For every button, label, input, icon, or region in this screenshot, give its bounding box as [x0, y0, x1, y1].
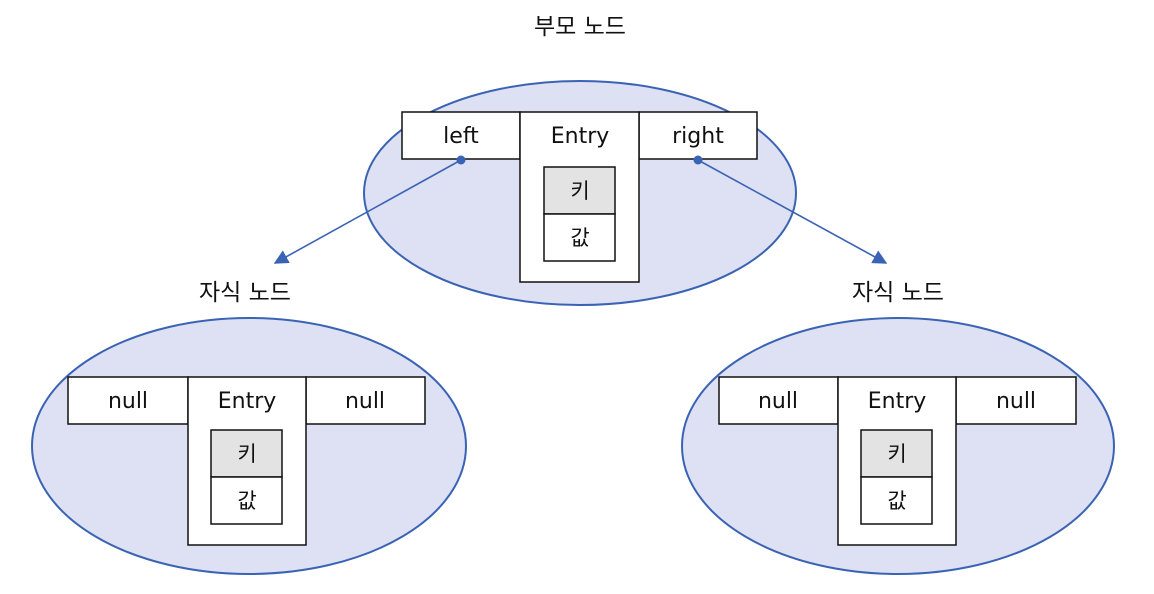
right-child-entry-label: Entry — [868, 389, 927, 414]
right-child-left-label: null — [758, 389, 798, 414]
right-child-right-cell — [955, 376, 1077, 425]
left-child-title: 자식 노드 — [199, 280, 291, 306]
right-child-left-cell — [718, 376, 839, 425]
right-child-key-cell — [860, 429, 933, 478]
right-child-right-label: null — [996, 389, 1036, 414]
parent-left-cell — [401, 111, 521, 160]
parent-right-label: right — [672, 124, 724, 149]
left-child-key-label: 키 — [237, 442, 256, 466]
right-child-value-cell — [860, 476, 933, 525]
right-child-node: 자식 노드 null Entry null 키 값 — [681, 280, 1115, 575]
left-child-key-cell — [210, 429, 283, 478]
parent-node: 부모 노드 left Entry right 키 값 — [363, 14, 797, 306]
right-child-arrow — [697, 159, 888, 264]
parent-left-label: left — [443, 124, 479, 149]
left-child-value-cell — [210, 476, 283, 525]
right-child-key-label: 키 — [887, 442, 906, 466]
parent-value-label: 값 — [570, 226, 589, 250]
left-child-node: 자식 노드 null Entry null 키 값 — [31, 280, 467, 575]
parent-node-title: 부모 노드 — [534, 14, 626, 40]
left-child-entry-label: Entry — [218, 389, 277, 414]
left-child-value-label: 값 — [237, 489, 256, 513]
parent-value-cell — [543, 213, 616, 262]
left-child-right-cell — [305, 376, 426, 425]
right-child-value-label: 값 — [887, 489, 906, 513]
right-child-title: 자식 노드 — [852, 280, 944, 306]
parent-right-cell — [638, 111, 758, 160]
parent-key-label: 키 — [570, 179, 589, 203]
left-child-arrow — [273, 159, 462, 264]
parent-entry-label: Entry — [551, 124, 610, 149]
left-child-left-label: null — [108, 389, 148, 414]
left-child-right-label: null — [345, 389, 385, 414]
